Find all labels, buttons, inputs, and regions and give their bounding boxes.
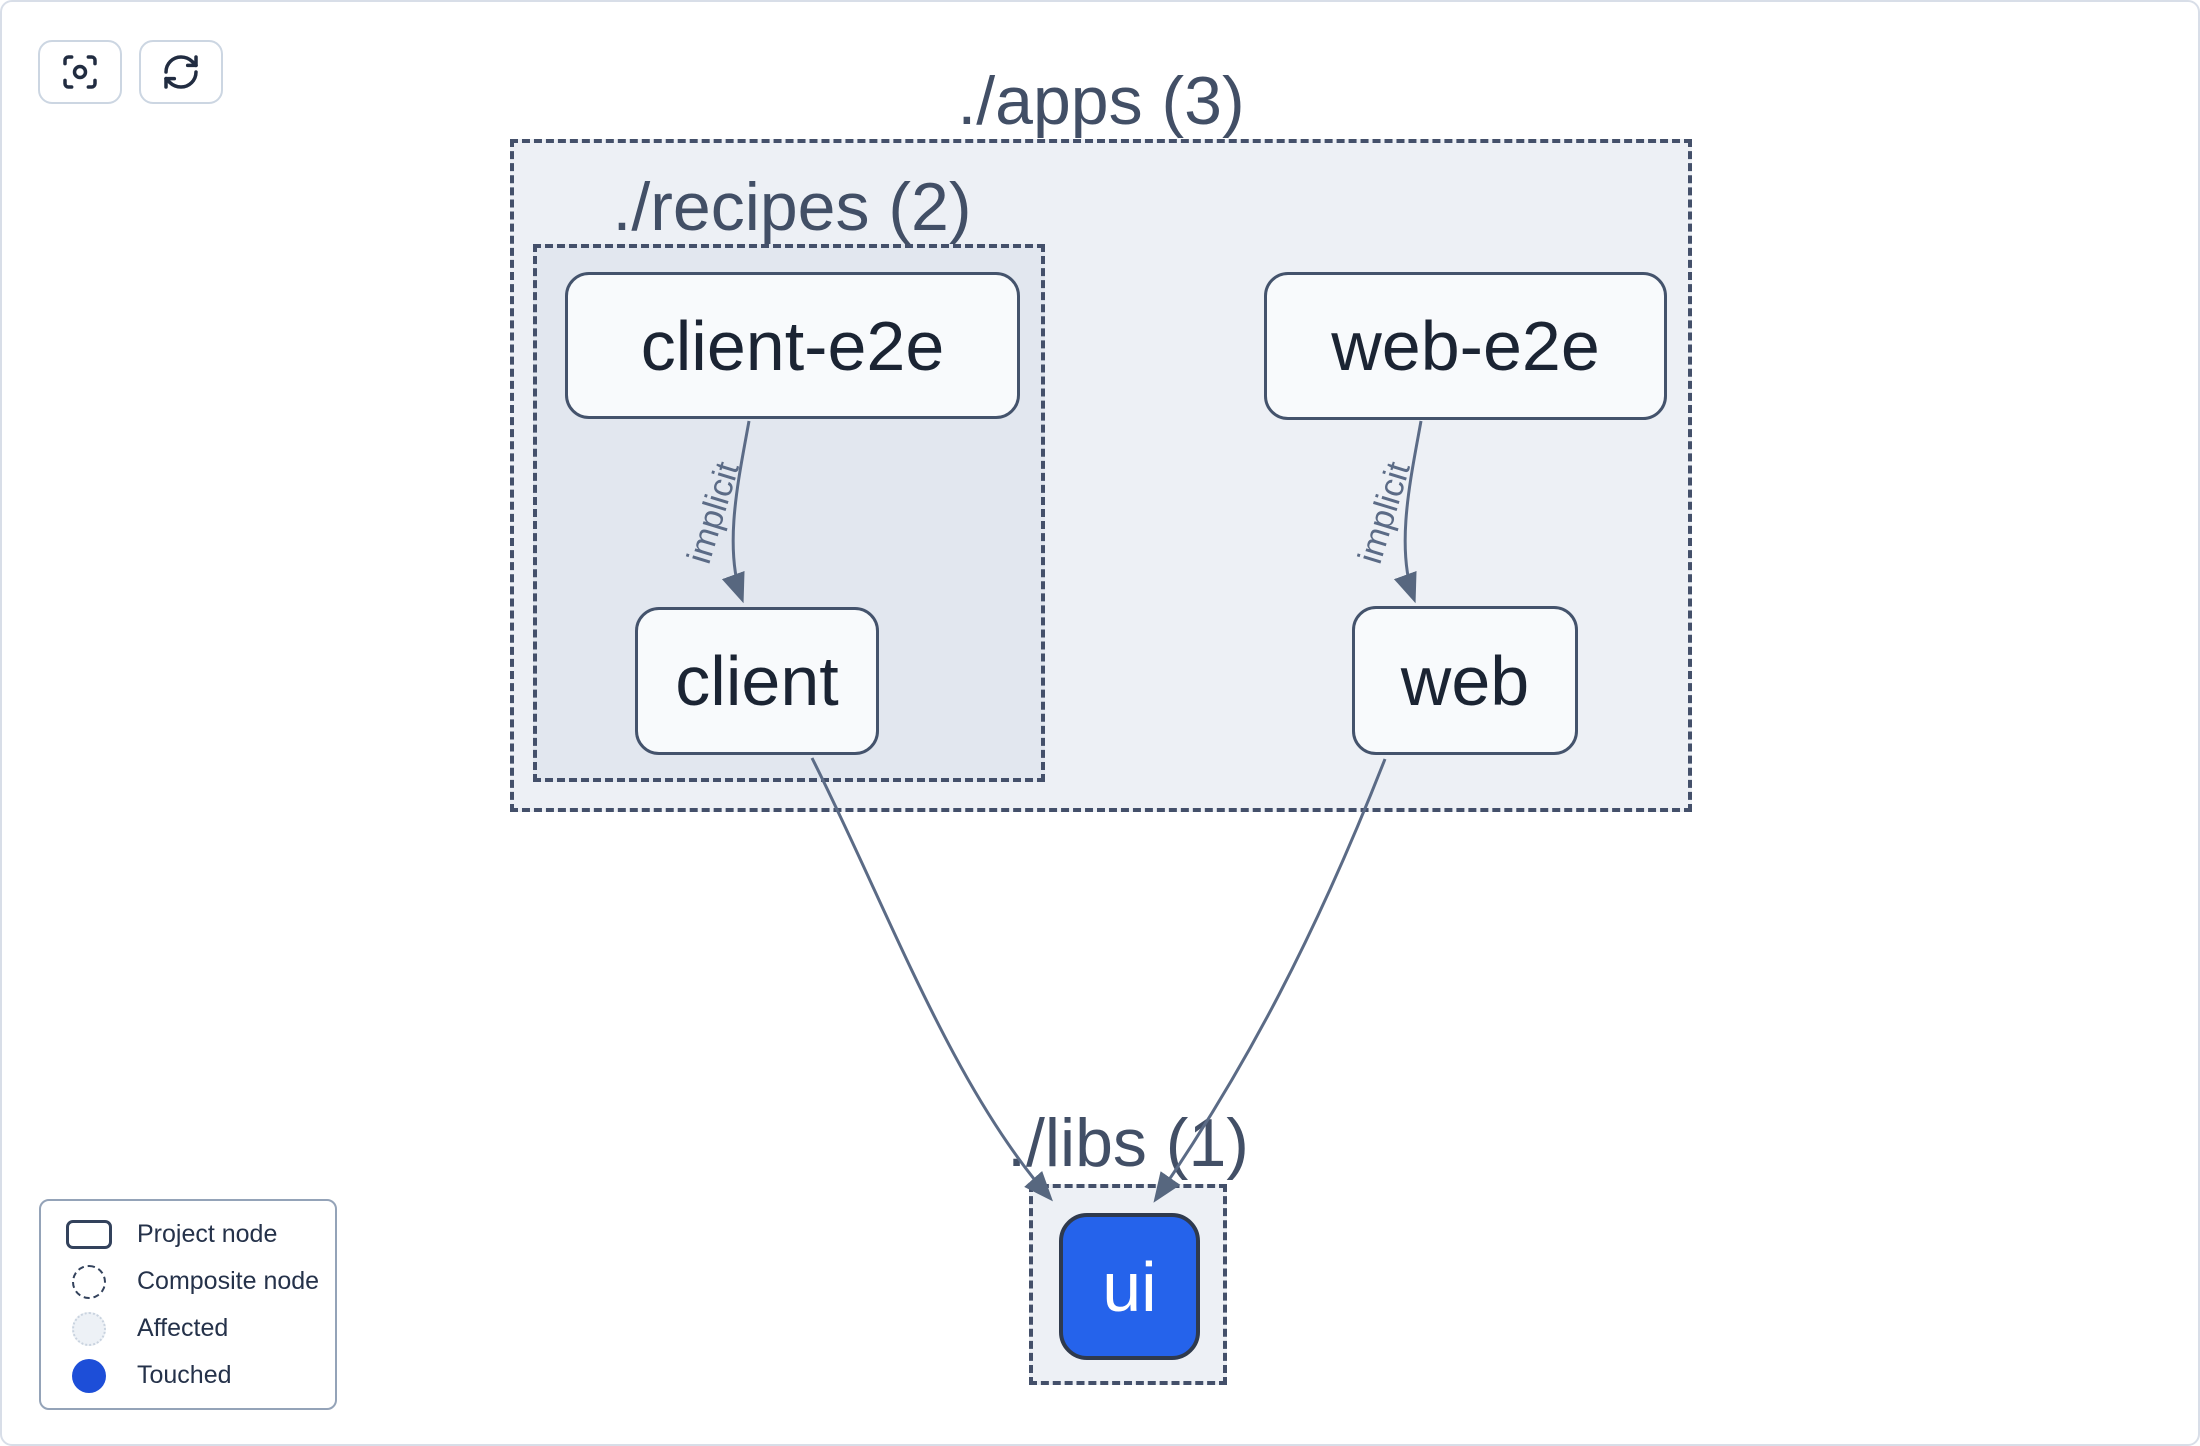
touched-swatch-icon	[72, 1358, 106, 1393]
edge-client-to-ui[interactable]	[810, 757, 1053, 1202]
legend-item-touched: Touched	[41, 1352, 335, 1399]
project-node-web-e2e[interactable]: web-e2e	[1264, 272, 1667, 420]
project-node-web[interactable]: web	[1352, 606, 1578, 755]
refresh-icon	[161, 52, 201, 92]
group-title-libs[interactable]: ./libs (1)	[1007, 1105, 1249, 1181]
center-graph-button[interactable]	[38, 40, 122, 104]
project-node-swatch-icon	[66, 1220, 112, 1249]
group-title-apps[interactable]: ./apps (3)	[957, 63, 1245, 139]
affected-swatch-icon	[72, 1311, 106, 1346]
legend-item-affected: Affected	[41, 1305, 335, 1352]
project-node-client-e2e[interactable]: client-e2e	[565, 272, 1020, 419]
legend-label: Touched	[137, 1361, 232, 1389]
edge-web-to-ui[interactable]	[1153, 758, 1387, 1203]
legend-label: Composite node	[137, 1267, 320, 1295]
legend-label: Affected	[137, 1314, 229, 1342]
edge-web-e2e-to-web[interactable]	[1393, 420, 1423, 604]
project-node-ui-touched[interactable]: ui	[1059, 1213, 1200, 1360]
legend: Project node Composite node Affected Tou…	[39, 1199, 337, 1410]
legend-label: Project node	[137, 1220, 278, 1248]
group-title-recipes[interactable]: ./recipes (2)	[612, 169, 972, 245]
focus-icon	[60, 52, 100, 92]
legend-item-project-node: Project node	[41, 1211, 335, 1258]
edge-client-e2e-to-client[interactable]	[721, 420, 751, 604]
legend-item-composite-node: Composite node	[41, 1258, 335, 1305]
composite-node-swatch-icon	[72, 1264, 106, 1299]
refresh-button[interactable]	[139, 40, 223, 104]
project-node-client[interactable]: client	[635, 607, 879, 755]
